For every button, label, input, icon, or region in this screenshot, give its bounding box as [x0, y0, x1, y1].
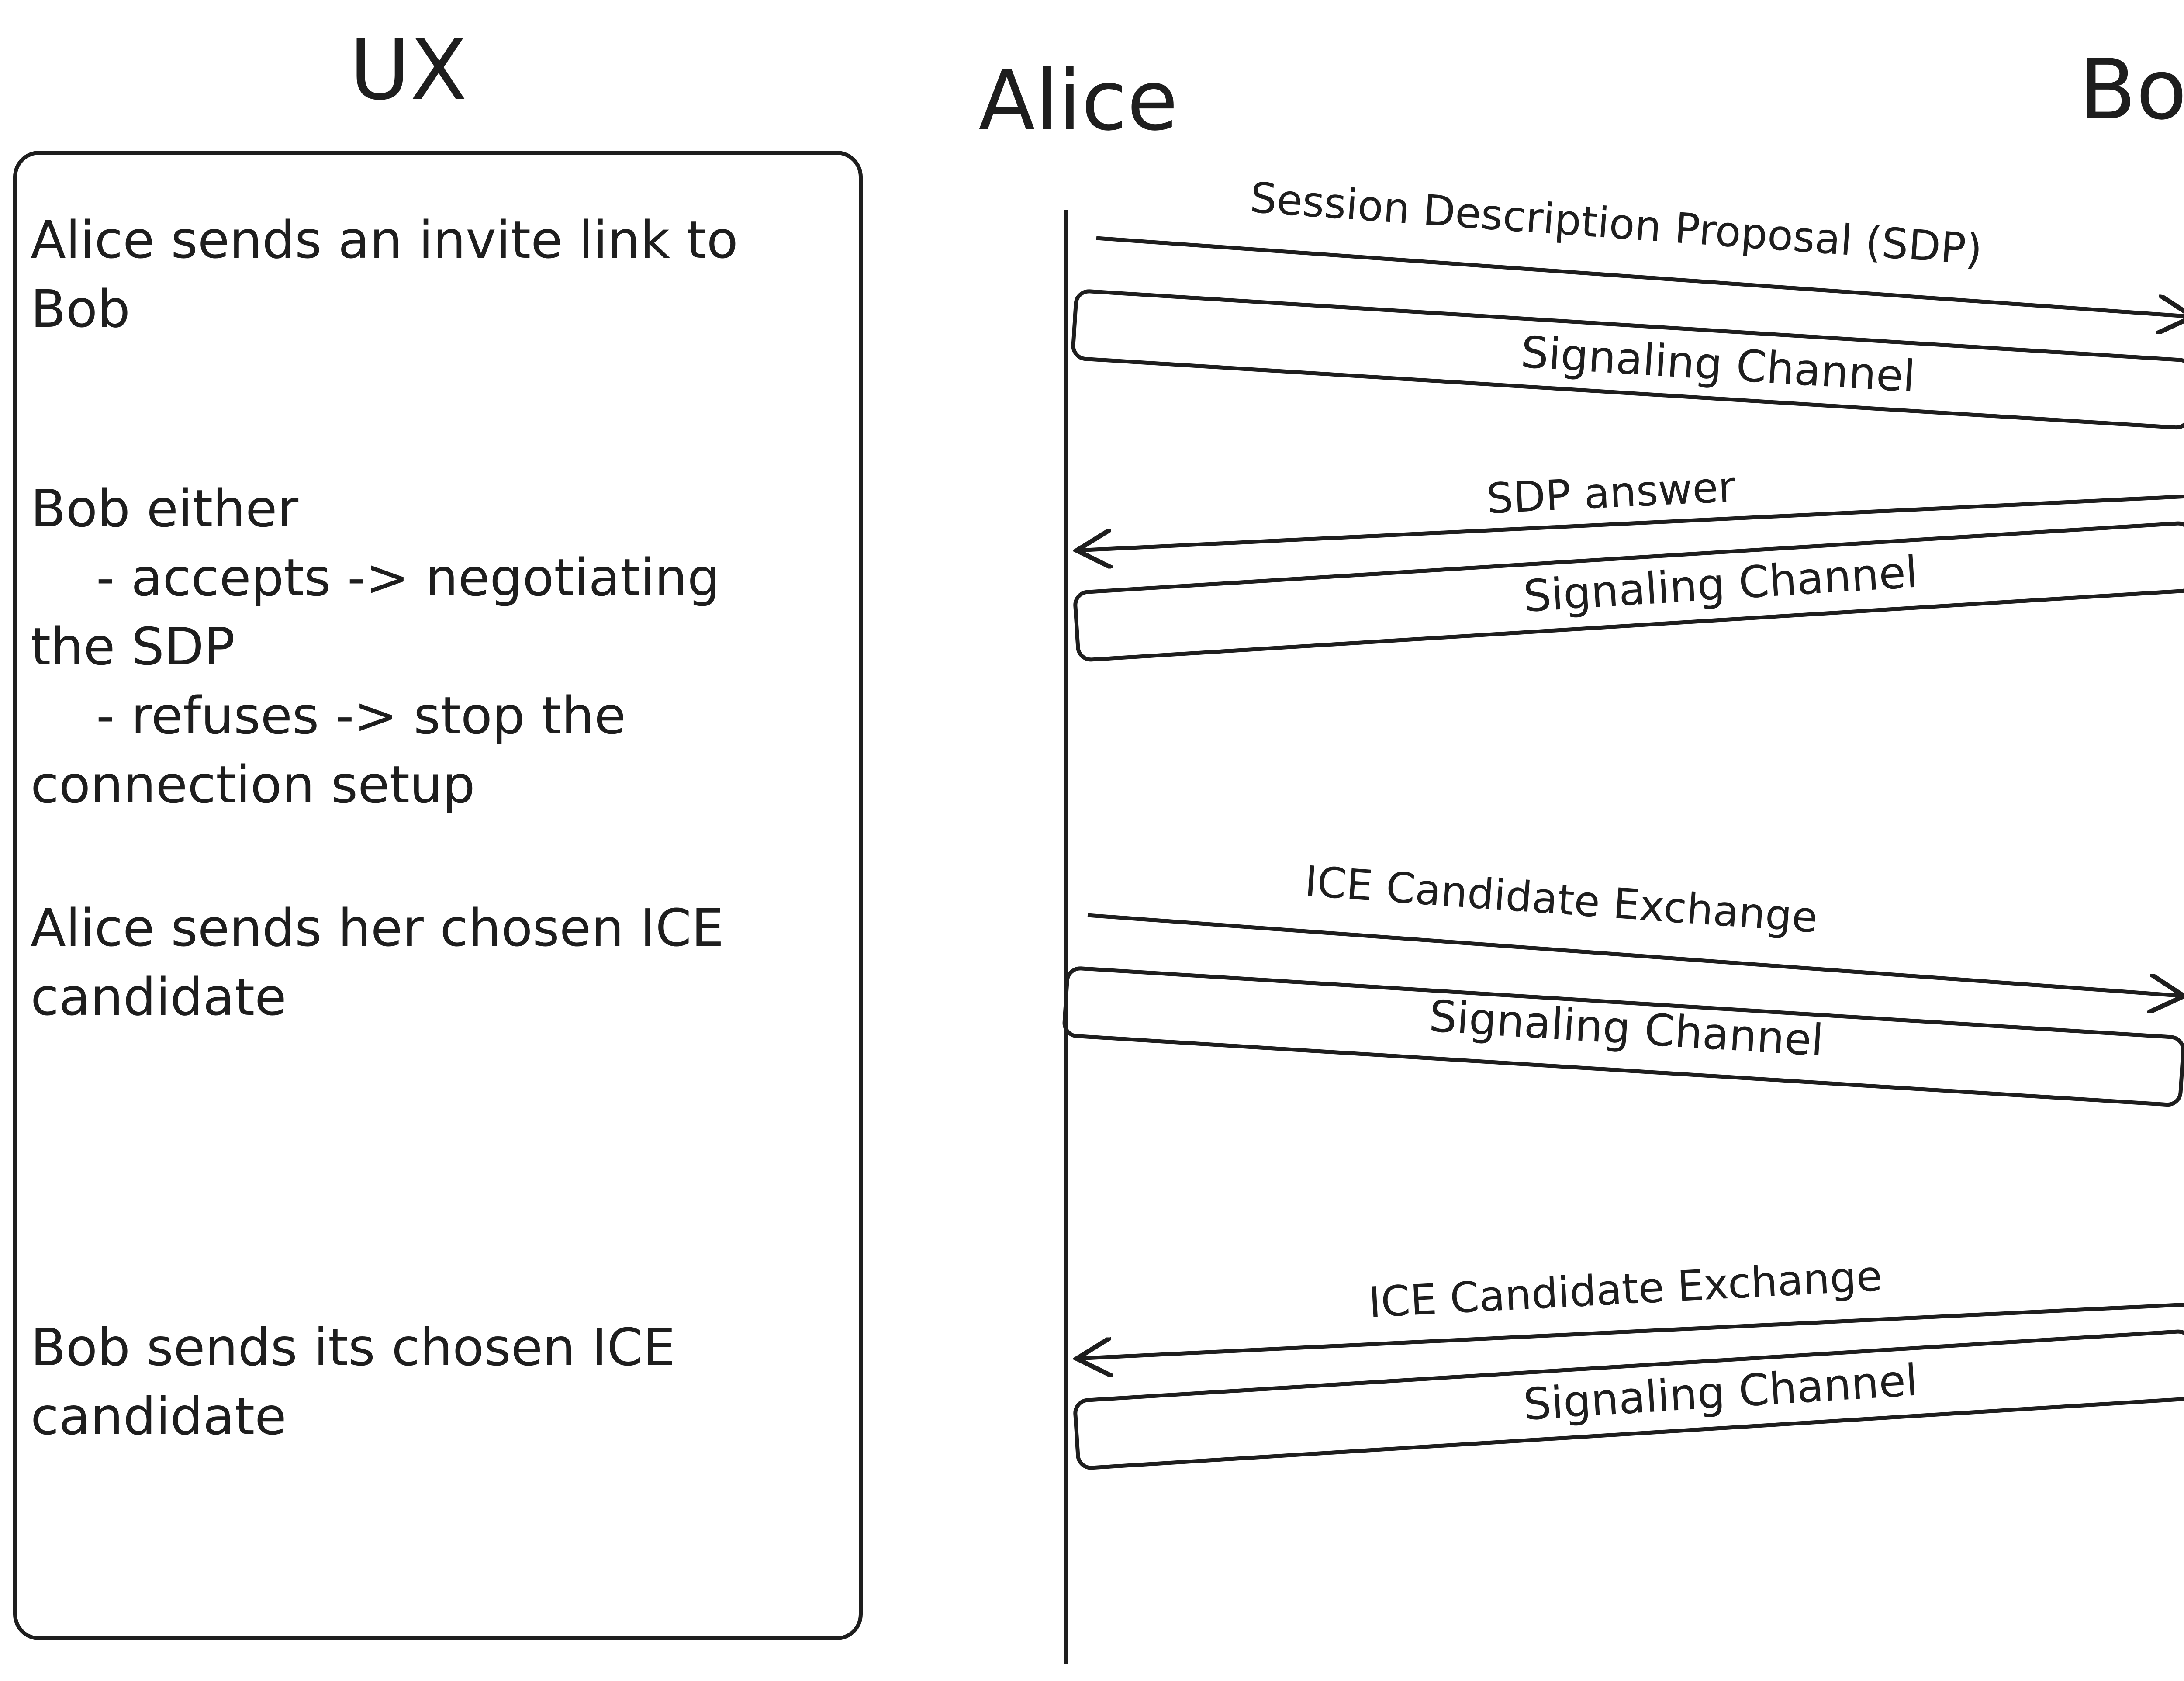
arrow-sdp-proposal [1096, 236, 2184, 317]
actor-bob-label: Bob [2079, 42, 2184, 138]
message-label-sdp-proposal: Session Description Proposal (SDP) [1248, 173, 1984, 274]
arrow-ice-bob [1077, 1302, 2184, 1359]
ux-step-bob-ice: Bob sends its chosen ICE candidate [31, 1317, 676, 1446]
signaling-channel-3 [1062, 966, 2184, 1107]
message-label-sdp-answer: SDP answer [1486, 462, 1737, 523]
message-sdp-proposal: Session Description Proposal (SDP) Signa… [1071, 173, 2184, 430]
message-label-ice-bob: ICE Candidate Exchange [1367, 1252, 1883, 1327]
ux-steps-panel [13, 151, 863, 1640]
signaling-channel-2 [1073, 521, 2184, 662]
message-sdp-answer: SDP answer Signaling Channel [1073, 462, 2184, 662]
ux-step-bob-decision: Bob either - accepts -> negotiating the … [31, 478, 720, 815]
message-ice-bob: ICE Candidate Exchange Signaling Channel [1073, 1252, 2184, 1470]
signaling-channel-1 [1071, 289, 2184, 430]
signaling-channel-4 [1073, 1329, 2184, 1470]
ux-step-invite: Alice sends an invite link to Bob [31, 210, 738, 339]
arrow-sdp-answer [1077, 494, 2184, 550]
message-label-ice-alice: ICE Candidate Exchange [1303, 857, 1819, 942]
arrow-ice-alice [1087, 913, 2184, 996]
actor-alice-label: Alice [978, 52, 1178, 149]
ux-header: UX [349, 22, 467, 118]
message-ice-alice: ICE Candidate Exchange Signaling Channel [1062, 857, 2184, 1107]
ux-step-alice-ice: Alice sends her chosen ICE candidate [31, 898, 724, 1027]
